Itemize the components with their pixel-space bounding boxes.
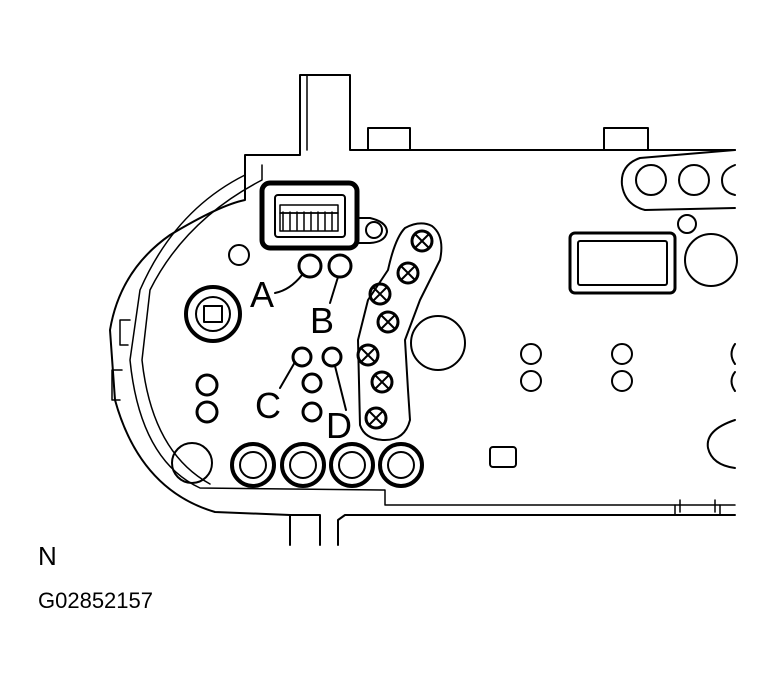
leader-c <box>279 361 296 389</box>
label-a: A <box>250 274 274 315</box>
hole <box>611 370 633 392</box>
hole-bottom-left <box>171 442 213 484</box>
terminal-hole <box>195 400 219 424</box>
terminal-c <box>291 346 313 368</box>
screw-boss-left-inner <box>195 296 231 332</box>
leader-d <box>334 365 347 411</box>
bulb-sockets <box>356 229 434 430</box>
connector-lug-hole <box>365 221 383 239</box>
hole <box>520 343 542 365</box>
top-tab-left <box>367 127 411 151</box>
large-hole-right <box>684 233 738 287</box>
lamp-hole-edge <box>721 164 736 196</box>
side-notch <box>111 319 131 401</box>
lamp-hole <box>635 164 667 196</box>
terminal-b <box>327 253 353 279</box>
leader-a <box>274 274 303 294</box>
screw-boss-left <box>184 285 242 343</box>
connector-lug <box>356 217 388 244</box>
small-slot <box>489 446 517 468</box>
label-b: B <box>310 300 334 341</box>
figure-code: G02852157 <box>38 588 153 613</box>
leader-b <box>329 276 339 304</box>
rect-window-inner <box>577 240 668 286</box>
hole-edge <box>730 343 736 392</box>
housing-flange <box>141 164 263 485</box>
orientation-mark: N <box>38 541 57 571</box>
top-tab-right <box>603 127 649 151</box>
housing-outline <box>109 74 736 546</box>
hole <box>611 343 633 365</box>
main-connector <box>259 180 360 251</box>
label-c: C <box>255 385 281 426</box>
terminal-d <box>321 346 343 368</box>
small-hole-right <box>677 214 697 234</box>
screw-slot <box>203 305 223 323</box>
lamp-hole <box>678 164 710 196</box>
bulb-strip <box>357 222 443 441</box>
hole <box>520 370 542 392</box>
lamp-strip <box>620 149 736 211</box>
main-connector-inner <box>274 194 346 238</box>
edge-hole <box>706 419 736 469</box>
connector-pins <box>279 204 339 232</box>
label-d: D <box>326 405 352 446</box>
large-hole <box>410 315 466 371</box>
terminal-hole <box>195 373 219 397</box>
terminal-a <box>297 253 323 279</box>
rect-window <box>568 231 677 295</box>
housing-inner-outline <box>129 74 736 506</box>
bottom-clip <box>674 499 721 516</box>
terminal-hole <box>301 401 323 423</box>
bottom-screws <box>230 442 424 488</box>
small-hole <box>228 244 250 266</box>
terminal-hole <box>301 372 323 394</box>
